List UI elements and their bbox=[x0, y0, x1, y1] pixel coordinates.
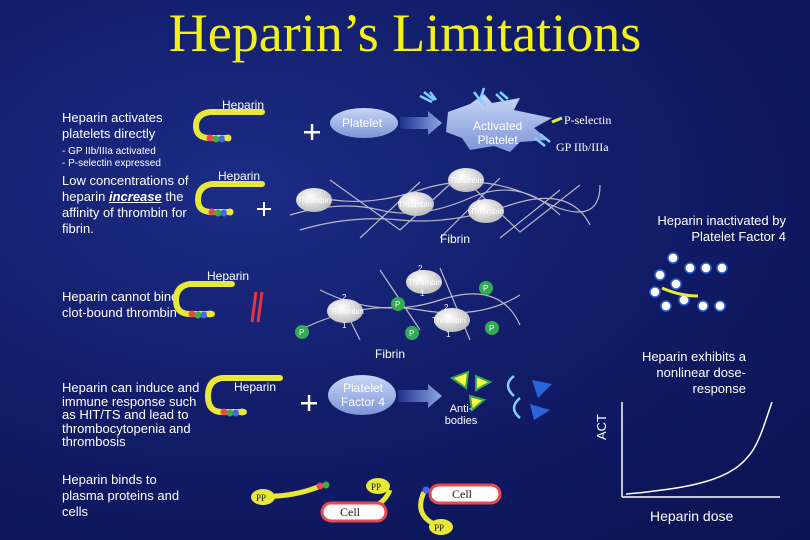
clot-thrombin-label: Thrombin bbox=[408, 278, 442, 287]
p-selectin-label: P-selectin bbox=[564, 113, 612, 127]
pf4-shape bbox=[328, 375, 396, 415]
slide-title: Heparin’s Limitations bbox=[168, 3, 642, 63]
cell-label: Cell bbox=[452, 487, 472, 501]
activated-platelet-shape bbox=[446, 94, 552, 152]
p-marker-label: P bbox=[395, 300, 401, 309]
row3-heparin-label: Heparin bbox=[207, 269, 250, 283]
num-1-label: 1 bbox=[446, 330, 451, 339]
p-marker-shape bbox=[295, 281, 499, 340]
pf4-label: Platelet Factor 4 bbox=[336, 381, 390, 409]
gp-receptor-icons bbox=[419, 87, 563, 147]
pp-label: PP bbox=[256, 493, 267, 503]
activated-label-line1: Activated bbox=[473, 119, 523, 133]
platelet-label: Platelet bbox=[342, 116, 383, 130]
thrombin-shape bbox=[296, 168, 504, 223]
num-2-label: 2 bbox=[342, 293, 347, 302]
gp-label: GP IIb/IIIa bbox=[556, 140, 609, 154]
fibrin-network bbox=[289, 174, 601, 239]
pp-label: PP bbox=[371, 482, 382, 492]
antibodies-label-line2: bodies bbox=[444, 415, 478, 427]
plus-icon bbox=[301, 395, 317, 411]
row2-heparin-label: Heparin bbox=[218, 169, 261, 183]
cell-label: Cell bbox=[340, 505, 360, 519]
cell-shape bbox=[320, 483, 502, 523]
thrombin-label: Thrombin bbox=[398, 200, 432, 209]
fibrin-label: Fibrin bbox=[440, 232, 471, 246]
row5-text: Heparin binds to plasma proteins and cel… bbox=[62, 472, 180, 519]
row3-text: Heparin cannot bind clot-bound thrombin bbox=[62, 289, 179, 320]
dose-response-curve bbox=[625, 401, 773, 495]
row2-text: Low concentrations of heparin increase t… bbox=[62, 173, 207, 237]
row1-arrow-icon bbox=[400, 111, 442, 135]
p-marker-label: P bbox=[483, 284, 489, 293]
pf4-label-line2: Factor 4 bbox=[340, 395, 385, 409]
row1-heading: Heparin activates platelets directly bbox=[62, 110, 163, 141]
clot-thrombin-shape bbox=[327, 270, 470, 332]
activated-label-line2: Platelet bbox=[477, 133, 518, 147]
p-marker-label: P bbox=[409, 329, 415, 338]
antibody-icon bbox=[449, 370, 552, 420]
inactivated-text: Heparin inactivated by Platelet Factor 4 bbox=[657, 213, 786, 244]
plus-icon bbox=[257, 202, 271, 216]
row1-heparin-chain bbox=[192, 109, 265, 143]
num-2-label: 2 bbox=[418, 264, 423, 273]
row2-text-after: the affinity of thrombin for fibrin. bbox=[62, 189, 187, 236]
pf4-cluster bbox=[649, 252, 728, 312]
p-marker-label: P bbox=[299, 328, 305, 337]
chart-x-axis-label: Heparin dose bbox=[650, 508, 734, 524]
clot-thrombin-label: Thrombin bbox=[432, 316, 466, 325]
row1-bullet-1: - GP IIb/IIIa activated bbox=[62, 146, 156, 157]
row2-heparin-chain bbox=[194, 181, 265, 217]
pp-shape bbox=[251, 478, 453, 535]
row2-text-emph: increase bbox=[108, 189, 162, 204]
row3-fibrin-label: Fibrin bbox=[375, 347, 406, 361]
activated-platelet-label: Activated Platelet bbox=[473, 119, 522, 147]
pp-label: PP bbox=[434, 523, 445, 533]
row4-heparin-chain bbox=[204, 375, 283, 417]
num-1-label: 1 bbox=[342, 321, 347, 330]
row1-heparin-label: Heparin bbox=[222, 98, 265, 112]
num-2-label: 2 bbox=[444, 303, 449, 312]
row1-bullet-2: - P-selectin expressed bbox=[62, 158, 161, 169]
platelet-shape bbox=[330, 108, 398, 138]
antibodies-label-line1: Anti- bbox=[449, 403, 473, 415]
thrombin-label: Thrombin bbox=[297, 196, 331, 205]
thrombin-label: Thrombin bbox=[470, 207, 504, 216]
row3-heparin-chain bbox=[172, 281, 235, 319]
chart-axes bbox=[621, 402, 780, 498]
row4-arrow-icon bbox=[398, 384, 442, 408]
row4-heparin-label: Heparin bbox=[234, 380, 277, 394]
chart-y-axis-label: ACT bbox=[594, 414, 609, 440]
nonlinear-text: Heparin exhibits a nonlinear dose-respon… bbox=[641, 349, 746, 396]
thrombin-label: Thrombin bbox=[450, 176, 484, 185]
plus-icon bbox=[304, 124, 320, 140]
antibodies-label: Anti- bodies bbox=[436, 403, 486, 427]
p-marker-label: P bbox=[489, 324, 495, 333]
num-1-label: 1 bbox=[420, 289, 425, 298]
blocked-icon bbox=[250, 291, 264, 323]
row4-text: Heparin can induce and immune response s… bbox=[62, 380, 200, 449]
row2-text-before: Low concentrations of heparin bbox=[62, 173, 189, 204]
pf4-label-line1: Platelet bbox=[342, 381, 384, 395]
clot-thrombin-label: Thrombin bbox=[330, 307, 364, 316]
